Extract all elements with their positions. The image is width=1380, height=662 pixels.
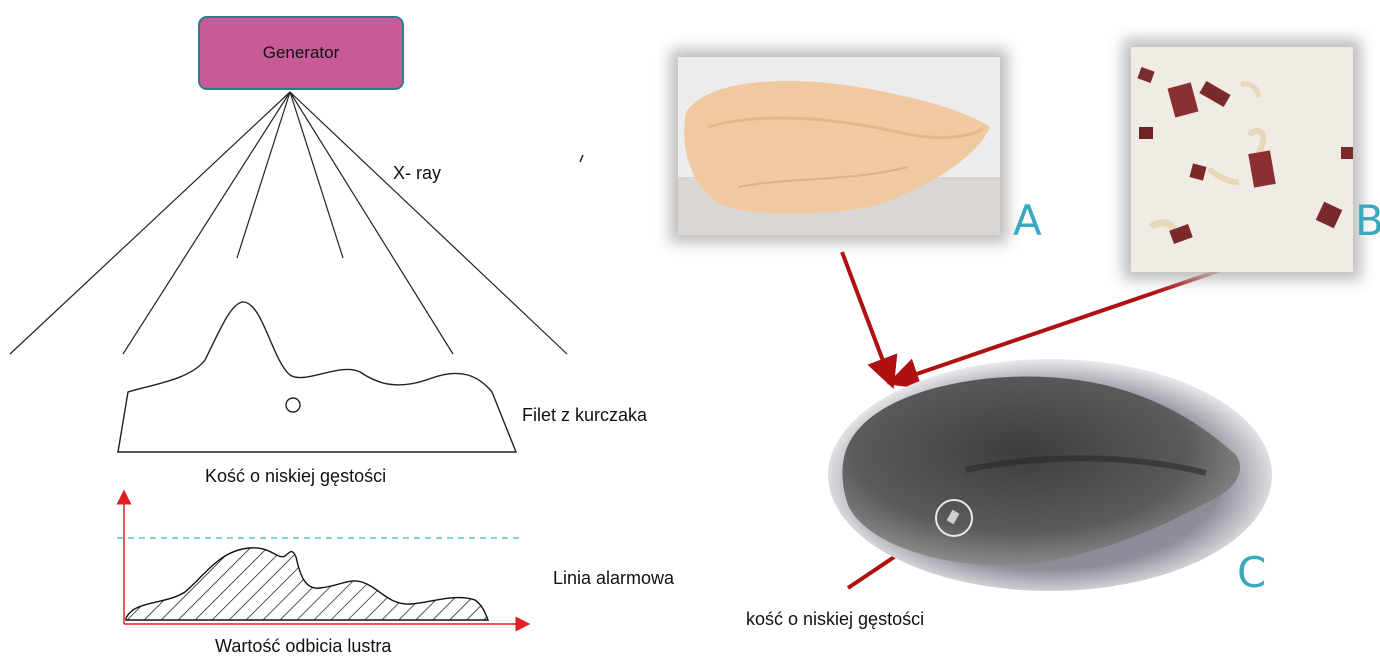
xray-image	[826, 355, 1274, 593]
panel-letter-c: C	[1237, 548, 1266, 597]
bone-fragments-image	[1131, 47, 1353, 272]
panel-letter-a: A	[1013, 196, 1042, 245]
xray-beams	[10, 92, 567, 354]
photo-bone-fragments	[1131, 47, 1353, 272]
fillet-label: Filet z kurczaka	[522, 405, 647, 426]
bone-marker	[286, 398, 300, 412]
reflection-curve	[126, 548, 488, 620]
panel-letter-b: B	[1355, 196, 1380, 245]
bone-callout-label: kość o niskiej gęstości	[746, 609, 924, 630]
photo-chicken-fillet	[678, 57, 1000, 235]
low-density-bone-label: Kość o niskiej gęstości	[205, 466, 386, 487]
reflection-value-label: Wartość odbicia lustra	[215, 636, 391, 657]
fillet-outline	[118, 302, 516, 452]
alarm-line-label: Linia alarmowa	[553, 568, 674, 589]
xray-label: X- ray	[393, 163, 441, 184]
chicken-fillet-image	[678, 57, 1000, 235]
